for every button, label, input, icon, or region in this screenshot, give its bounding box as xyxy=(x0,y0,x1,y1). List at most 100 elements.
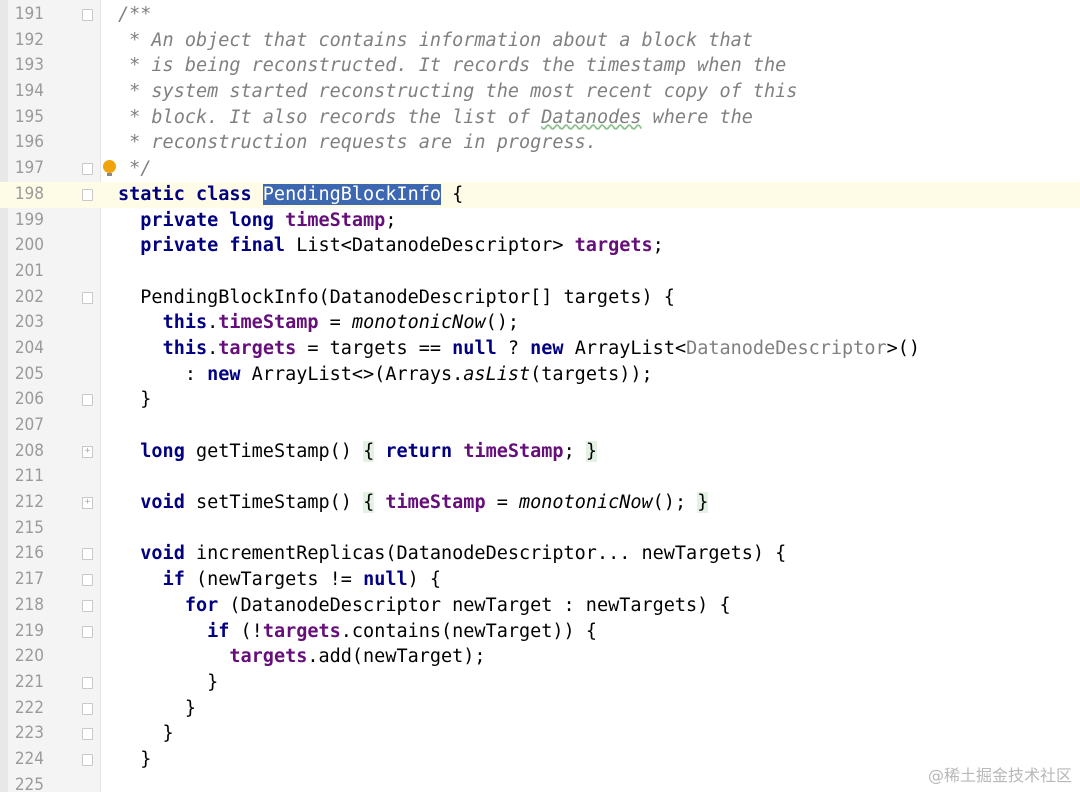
code-line[interactable]: 191/** xyxy=(0,2,1080,28)
code-line[interactable]: 217 if (newTargets != null) { xyxy=(0,567,1080,593)
line-number[interactable]: 194 xyxy=(14,81,44,102)
code-line[interactable]: 211 xyxy=(0,464,1080,490)
code-line[interactable]: 215 xyxy=(0,516,1080,542)
code-line[interactable]: 223 } xyxy=(0,721,1080,747)
line-number[interactable]: 218 xyxy=(14,594,44,615)
line-number[interactable]: 196 xyxy=(14,132,44,153)
selected-text: PendingBlockInfo xyxy=(262,183,442,205)
line-number[interactable]: 199 xyxy=(14,209,44,230)
code-line[interactable]: 193 * is being reconstructed. It records… xyxy=(0,53,1080,79)
code-content: } xyxy=(118,721,174,747)
line-number[interactable]: 200 xyxy=(14,235,44,256)
code-line[interactable]: 222 } xyxy=(0,696,1080,722)
code-content: private long timeStamp; xyxy=(118,208,396,234)
keyword: private long xyxy=(140,209,286,231)
fold-collapse-icon[interactable] xyxy=(82,625,93,638)
line-number[interactable]: 220 xyxy=(14,646,44,667)
lightbulb-icon[interactable] xyxy=(103,160,116,177)
line-number[interactable]: 217 xyxy=(14,569,44,590)
fold-collapse-icon[interactable] xyxy=(82,9,93,21)
comment: * block. It also records the list of xyxy=(118,106,542,128)
code-content: this.timeStamp = monotonicNow(); xyxy=(118,310,519,336)
line-number[interactable]: 225 xyxy=(14,774,44,795)
fold-collapse-icon[interactable] xyxy=(82,728,93,741)
code-line[interactable]: 195 * block. It also records the list of… xyxy=(0,105,1080,131)
code-line[interactable]: 216 void incrementReplicas(DatanodeDescr… xyxy=(0,541,1080,567)
line-number[interactable]: 216 xyxy=(14,543,44,564)
code-text: } xyxy=(118,697,196,719)
keyword: static class xyxy=(118,183,263,205)
line-number[interactable]: 205 xyxy=(14,363,44,384)
code-text: List<DatanodeDescriptor> xyxy=(296,235,575,257)
code-line[interactable]: 207 xyxy=(0,413,1080,439)
line-number[interactable]: 206 xyxy=(14,389,44,410)
line-number[interactable]: 211 xyxy=(14,466,44,487)
line-number[interactable]: 193 xyxy=(14,55,44,76)
line-number[interactable]: 212 xyxy=(14,492,44,513)
code-line[interactable]: 194 * system started reconstructing the … xyxy=(0,79,1080,105)
fold-collapse-icon[interactable] xyxy=(82,548,93,561)
code-line[interactable]: 205 : new ArrayList<>(Arrays.asList(targ… xyxy=(0,362,1080,388)
code-line[interactable]: 208 + long getTimeStamp() { return timeSt… xyxy=(0,439,1080,465)
code-line[interactable]: 202 PendingBlockInfo(DatanodeDescriptor[… xyxy=(0,285,1080,311)
code-line[interactable]: 218 for (DatanodeDescriptor newTarget : … xyxy=(0,593,1080,619)
code-line[interactable]: 197 */ xyxy=(0,156,1080,182)
code-text xyxy=(118,312,163,333)
folded-brace: } xyxy=(585,440,597,462)
line-number[interactable]: 224 xyxy=(14,748,44,769)
code-text: setTimeStamp() xyxy=(184,492,364,514)
line-number[interactable]: 208 xyxy=(14,440,44,461)
fold-expand-icon[interactable]: + xyxy=(82,497,93,510)
fold-collapse-icon[interactable] xyxy=(82,702,93,715)
keyword: for xyxy=(184,594,219,616)
fold-collapse-icon[interactable] xyxy=(82,599,93,612)
code-line[interactable]: 196 * reconstruction requests are in pro… xyxy=(0,130,1080,156)
code-line[interactable]: 203 this.timeStamp = monotonicNow(); xyxy=(0,310,1080,336)
code-line[interactable]: 206 } xyxy=(0,387,1080,413)
line-number[interactable]: 204 xyxy=(14,337,44,358)
fold-collapse-icon[interactable] xyxy=(82,753,93,766)
code-line[interactable]: 221 } xyxy=(0,670,1080,696)
code-line[interactable]: 220 targets.add(newTarget); xyxy=(0,644,1080,670)
fold-collapse-icon[interactable] xyxy=(82,163,93,176)
line-number[interactable]: 201 xyxy=(14,260,44,281)
line-number[interactable]: 215 xyxy=(14,517,44,538)
code-content: for (DatanodeDescriptor newTarget : newT… xyxy=(118,593,731,619)
code-text: PendingBlockInfo(DatanodeDescriptor[] ta… xyxy=(118,286,675,308)
code-line[interactable]: 204 this.targets = targets == null ? new… xyxy=(0,336,1080,362)
code-text xyxy=(118,595,185,616)
fold-collapse-icon[interactable] xyxy=(82,676,93,689)
code-line[interactable]: 199 private long timeStamp; xyxy=(0,208,1080,234)
code-text: ArrayList<>(Arrays. xyxy=(240,363,464,385)
line-number[interactable]: 222 xyxy=(14,697,44,718)
line-number[interactable]: 219 xyxy=(14,620,44,641)
line-number[interactable]: 202 xyxy=(14,286,44,307)
line-number[interactable]: 195 xyxy=(14,106,44,127)
line-number[interactable]: 221 xyxy=(14,671,44,692)
line-number[interactable]: 197 xyxy=(14,158,44,179)
fold-collapse-icon[interactable] xyxy=(82,574,93,587)
line-number[interactable]: 207 xyxy=(14,415,44,435)
code-line[interactable]: 200 private final List<DatanodeDescripto… xyxy=(0,233,1080,259)
code-text: (targets)); xyxy=(530,363,653,385)
code-line[interactable]: 225 xyxy=(0,773,1080,798)
fold-collapse-icon[interactable] xyxy=(82,188,93,201)
code-line[interactable]: 219 if (!targets.contains(newTarget)) { xyxy=(0,619,1080,645)
line-number[interactable]: 223 xyxy=(14,723,44,744)
fold-collapse-icon[interactable] xyxy=(82,394,93,407)
line-number[interactable]: 191 xyxy=(14,4,44,24)
code-line[interactable]: 224 } xyxy=(0,747,1080,773)
line-number[interactable]: 203 xyxy=(14,312,44,333)
line-number[interactable]: 192 xyxy=(14,29,44,50)
code-line[interactable]: 192 * An object that contains informatio… xyxy=(0,28,1080,54)
fold-collapse-icon[interactable] xyxy=(82,291,93,304)
code-text: = xyxy=(485,492,520,514)
fold-expand-icon[interactable]: + xyxy=(82,445,93,458)
code-text: getTimeStamp() xyxy=(184,440,364,462)
code-content: long getTimeStamp() { return timeStamp; … xyxy=(118,439,597,465)
code-line[interactable]: 212+ void setTimeStamp() { timeStamp = m… xyxy=(0,490,1080,516)
code-line[interactable]: 201 xyxy=(0,259,1080,285)
line-number[interactable]: 198 xyxy=(8,181,44,208)
